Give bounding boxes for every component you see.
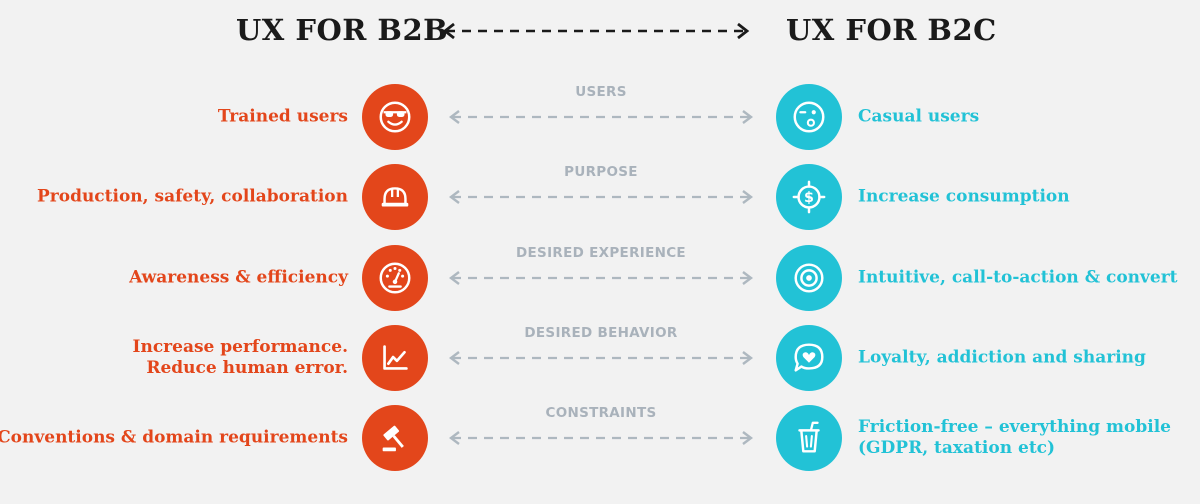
b2c-constraints-line-1: Friction-free – everything mobile bbox=[858, 417, 1171, 437]
b2b-purpose-text: Production, safety, collaboration bbox=[0, 187, 348, 208]
b2c-constraints-line-2: (GDPR, taxation etc) bbox=[858, 438, 1056, 458]
bullseye-icon bbox=[794, 263, 824, 293]
b2b-experience-text: Awareness & efficiency bbox=[0, 268, 348, 289]
b2c-experience-text: Intuitive, call-to-action & convert bbox=[858, 268, 1198, 289]
b2c-purpose-text: Increase consumption bbox=[858, 187, 1198, 208]
category-label-desired-experience: DESIRED EXPERIENCE bbox=[516, 245, 686, 261]
heart-speech-bubble-icon bbox=[794, 343, 824, 372]
b2b-behavior-line-1: Increase performance. bbox=[132, 337, 348, 357]
b2b-experience-label: Awareness & efficiency bbox=[129, 267, 348, 288]
hard-hat-icon bbox=[381, 187, 409, 207]
comparison-row-users: Trained users USERS Casual users bbox=[0, 77, 1200, 157]
b2c-purpose-label: Increase consumption bbox=[858, 186, 1070, 207]
b2c-experience-badge bbox=[776, 245, 842, 311]
dollar-target-icon: $ bbox=[792, 180, 826, 214]
comparison-row-purpose: Production, safety, collaboration PURPOS… bbox=[0, 157, 1200, 237]
b2b-behavior-line-2: Reduce human error. bbox=[146, 358, 348, 378]
b2b-constraints-badge bbox=[362, 405, 428, 471]
b2b-purpose-label: Production, safety, collaboration bbox=[36, 186, 348, 207]
b2b-purpose-badge bbox=[362, 164, 428, 230]
drink-cup-icon bbox=[798, 421, 820, 453]
b2b-behavior-text: Increase performance. Reduce human error… bbox=[0, 337, 348, 379]
b2b-experience-badge bbox=[362, 245, 428, 311]
b2c-purpose-badge: $ bbox=[776, 164, 842, 230]
b2c-behavior-text: Loyalty, addiction and sharing bbox=[858, 348, 1198, 369]
b2c-behavior-badge bbox=[776, 325, 842, 391]
b2c-experience-label: Intuitive, call-to-action & convert bbox=[858, 267, 1178, 288]
comparison-row-constraints: Conventions & domain requirements CONSTR… bbox=[0, 398, 1200, 478]
b2b-behavior-badge bbox=[362, 325, 428, 391]
b2b-users-label: Trained users bbox=[217, 106, 348, 127]
comparison-row-desired-experience: Awareness & efficiency DESIRED EXPERIENC… bbox=[0, 238, 1200, 318]
b2b-users-text: Trained users bbox=[0, 107, 348, 128]
line-chart-icon bbox=[383, 345, 408, 370]
connector-arrow-users bbox=[449, 110, 753, 124]
category-label-constraints: CONSTRAINTS bbox=[545, 405, 657, 421]
b2b-constraints-text: Conventions & domain requirements bbox=[0, 428, 348, 449]
gavel-icon bbox=[382, 425, 404, 452]
b2c-title: UX FOR B2C bbox=[786, 13, 997, 47]
header-double-arrow bbox=[442, 22, 750, 40]
b2c-users-label: Casual users bbox=[858, 106, 980, 127]
winking-face-icon bbox=[793, 101, 825, 133]
nerd-glasses-face-icon bbox=[379, 101, 411, 133]
connector-arrow-purpose bbox=[449, 190, 753, 204]
category-label-desired-behavior: DESIRED BEHAVIOR bbox=[524, 325, 678, 341]
b2b-title: UX FOR B2B bbox=[236, 13, 449, 47]
b2c-users-text: Casual users bbox=[858, 107, 1198, 128]
comparison-row-desired-behavior: Increase performance. Reduce human error… bbox=[0, 318, 1200, 398]
connector-arrow-desired-behavior bbox=[449, 351, 753, 365]
connector-arrow-constraints bbox=[449, 431, 753, 445]
category-label-purpose: PURPOSE bbox=[564, 164, 638, 180]
b2b-users-badge bbox=[362, 84, 428, 150]
b2c-users-badge bbox=[776, 84, 842, 150]
b2c-constraints-text: Friction-free – everything mobile (GDPR,… bbox=[858, 417, 1198, 459]
category-label-users: USERS bbox=[575, 84, 627, 100]
b2c-constraints-badge bbox=[776, 405, 842, 471]
gauge-icon bbox=[379, 262, 411, 294]
connector-arrow-desired-experience bbox=[449, 271, 753, 285]
b2c-behavior-label: Loyalty, addiction and sharing bbox=[858, 347, 1146, 368]
svg-text:$: $ bbox=[804, 190, 814, 206]
b2b-constraints-label: Conventions & domain requirements bbox=[0, 427, 348, 448]
